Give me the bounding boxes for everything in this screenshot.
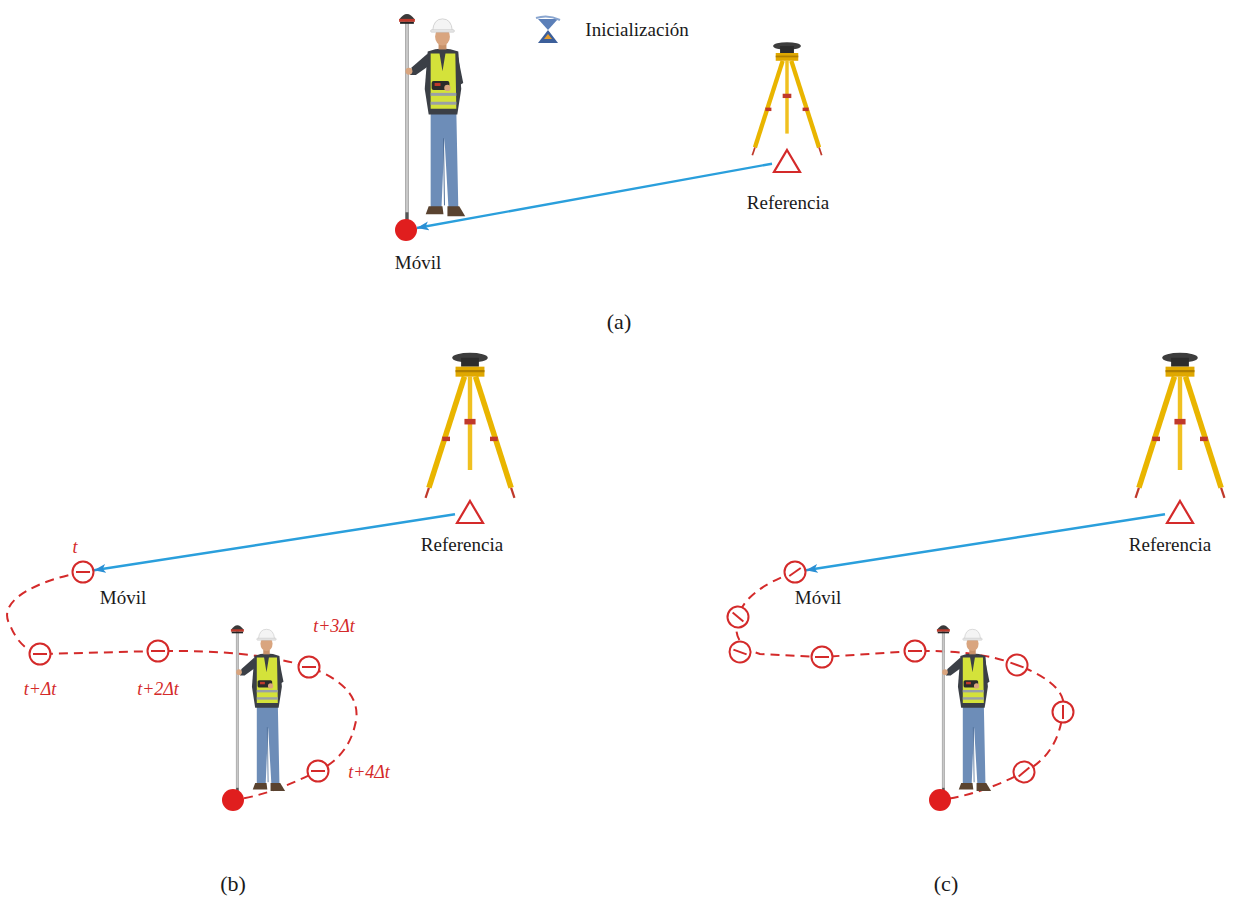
baseline-vector [94, 514, 455, 570]
node-shape [394, 218, 418, 242]
reference-tripod [752, 42, 821, 155]
rover-position: Móvil [783, 560, 807, 584]
epoch-label: t [72, 538, 77, 558]
trajectory [7, 572, 356, 800]
reference-tripod [426, 353, 515, 498]
node-shape [1165, 499, 1195, 525]
reference-station: Referencia [1165, 499, 1195, 525]
epoch-label: t+3Δt [313, 617, 355, 637]
station-label: Móvil [795, 588, 841, 609]
trajectory [736, 572, 1064, 800]
node-shape [783, 560, 807, 584]
baseline-vector [806, 514, 1165, 570]
current-position [222, 789, 244, 811]
station-label: Referencia [421, 535, 503, 556]
baseline-vector [417, 164, 772, 228]
node-shape [772, 148, 802, 174]
node-shape [455, 499, 485, 525]
reference-tripod [1136, 353, 1225, 498]
hourglass-icon [536, 16, 560, 43]
rover-position: Móvil [394, 218, 418, 242]
station-label: Referencia [1129, 535, 1211, 556]
node-shape [71, 560, 95, 584]
panel-letter: (c) [934, 872, 958, 896]
rover-position: Móvil [71, 560, 95, 584]
station-label: Referencia [747, 193, 829, 214]
reference-station: Referencia [455, 499, 485, 525]
surveyor-rover [231, 625, 285, 801]
panel-letter: (a) [607, 310, 631, 334]
current-position [929, 789, 951, 811]
station-label: Móvil [395, 253, 441, 274]
reference-station: Referencia [772, 148, 802, 174]
step-title: Inicialización [585, 20, 688, 41]
epoch-marker [30, 641, 329, 782]
epoch-label: t+2Δt [137, 680, 179, 700]
epoch-label: t+4Δt [348, 763, 390, 783]
epoch-label: t+Δt [24, 680, 57, 700]
panel-letter: (b) [220, 872, 246, 896]
epoch-marker [723, 602, 1073, 787]
station-label: Móvil [100, 588, 146, 609]
surveyor-rover [399, 14, 465, 229]
surveyor-rover [937, 625, 991, 801]
